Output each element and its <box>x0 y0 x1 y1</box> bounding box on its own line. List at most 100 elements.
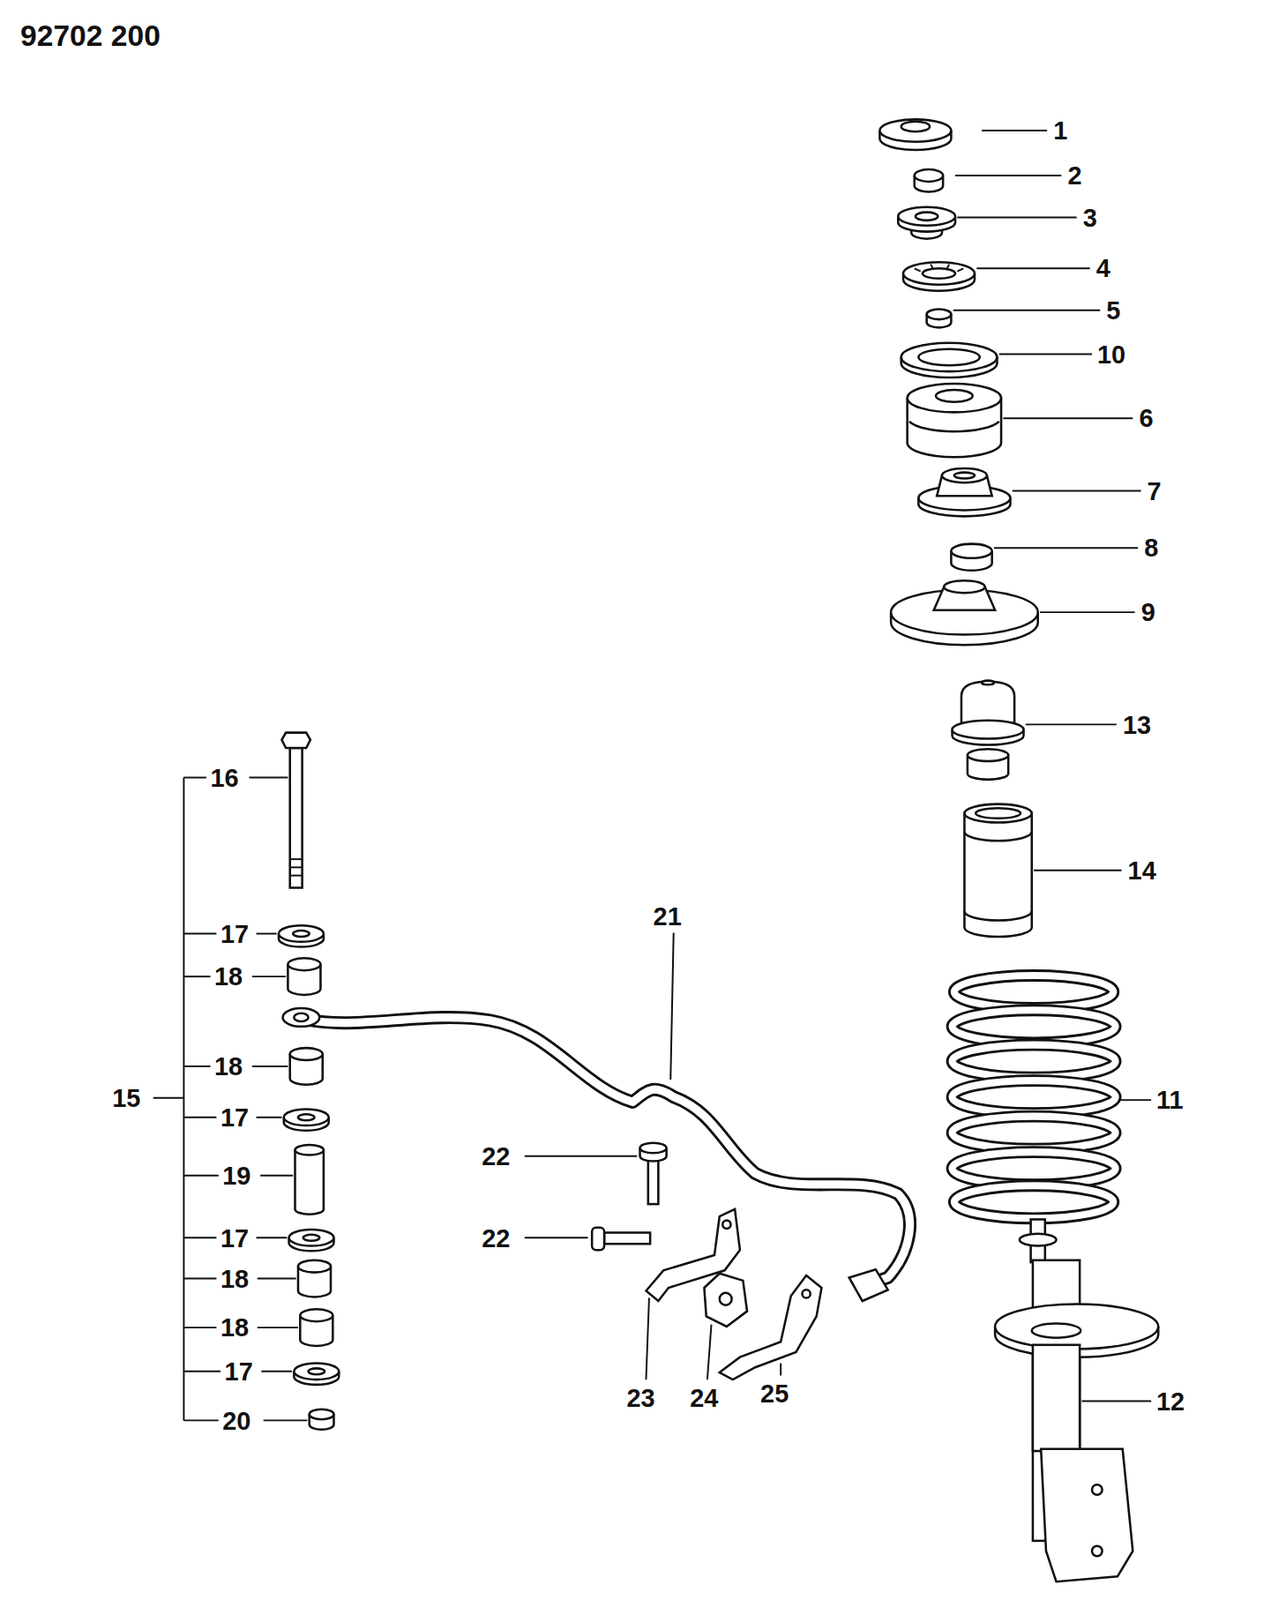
collar-washer <box>897 207 956 240</box>
leader-lines <box>183 1326 217 1329</box>
coil-spring <box>952 1045 1116 1078</box>
link-bolt <box>290 747 303 888</box>
nut <box>927 309 952 321</box>
coil-spring <box>952 1045 1116 1078</box>
callout-number: 9 <box>1141 599 1156 626</box>
bushing <box>287 957 321 971</box>
leader-lines <box>779 1363 782 1376</box>
bolt <box>591 1227 651 1250</box>
leader-lines <box>1033 869 1122 872</box>
nut <box>309 1409 335 1430</box>
washer <box>293 1363 339 1381</box>
callout-number: 17 <box>220 1225 249 1251</box>
link-bolt <box>290 874 303 877</box>
bump-stop <box>952 680 1025 780</box>
leader-lines <box>183 1278 217 1280</box>
leader-lines <box>257 1326 299 1329</box>
bolt <box>640 1143 667 1204</box>
dust-boot <box>964 831 1032 841</box>
leader-lines <box>645 1298 649 1381</box>
top-plate <box>901 121 930 133</box>
ring <box>901 343 998 378</box>
leader-lines <box>183 933 217 935</box>
dust-boot <box>964 911 1032 920</box>
bracket <box>719 1275 823 1380</box>
washer <box>303 1234 321 1242</box>
strut-mount <box>942 468 987 483</box>
toothed-washer <box>957 268 964 271</box>
washer <box>289 1229 335 1247</box>
callout-number: 22 <box>481 1225 510 1251</box>
washer <box>278 925 324 943</box>
nut <box>914 169 943 192</box>
link-bolt <box>281 732 310 889</box>
top-plate <box>879 119 951 150</box>
bushing <box>290 1047 323 1061</box>
leader-lines <box>263 1419 308 1421</box>
stabilizer-bar <box>293 1013 308 1022</box>
diagram-number: 92702 200 <box>20 21 161 52</box>
clip <box>719 1293 733 1306</box>
leader-lines <box>252 975 286 978</box>
toothed-washer <box>903 261 975 291</box>
leader-lines <box>524 1155 637 1158</box>
leader-lines <box>976 267 1090 270</box>
coil-spring <box>952 1116 1116 1150</box>
collar-washer <box>897 207 956 226</box>
leader-lines <box>981 129 1047 132</box>
stabilizer-bar <box>849 1269 889 1301</box>
leader-lines <box>955 174 1062 177</box>
leader-lines <box>707 1324 712 1380</box>
strut-assembly <box>1091 1546 1103 1557</box>
coil-spring <box>954 1185 1114 1219</box>
leader-lines <box>953 309 1101 312</box>
nut <box>914 169 943 182</box>
dust-boot <box>964 804 1032 823</box>
strut-assembly <box>1040 1449 1133 1582</box>
stabilizer-bar <box>283 1008 321 1027</box>
washer <box>289 1229 335 1251</box>
coil-spring <box>954 975 1114 1009</box>
callout-number: 13 <box>1122 711 1152 738</box>
toothed-washer <box>903 261 975 285</box>
leader-lines <box>183 1174 218 1177</box>
leader-lines <box>1118 1099 1152 1101</box>
spring-seat <box>943 580 985 593</box>
bushing <box>299 1308 333 1346</box>
toothed-washer <box>922 268 956 279</box>
bump-stop <box>952 720 1025 740</box>
washer <box>298 1114 315 1121</box>
bushing <box>290 1047 323 1085</box>
callout-number: 17 <box>224 1359 254 1385</box>
callout-number: 8 <box>1143 535 1159 561</box>
sleeve <box>295 1144 324 1215</box>
leader-lines <box>183 1370 221 1373</box>
strut-mount <box>954 472 975 479</box>
dust-boot <box>964 804 1032 937</box>
callout-number: 12 <box>1156 1388 1185 1414</box>
callout-number: 18 <box>220 1315 249 1341</box>
leader-lines <box>999 352 1092 355</box>
insulator <box>907 383 1002 412</box>
callout-number: 4 <box>1096 255 1111 282</box>
callout-number: 6 <box>1138 405 1153 432</box>
callout-number: 25 <box>760 1380 789 1406</box>
leader-lines <box>994 546 1138 549</box>
sleeve <box>295 1150 324 1215</box>
callout-number: 20 <box>222 1407 251 1434</box>
spring-seat <box>890 580 1039 645</box>
leader-lines <box>248 777 288 779</box>
leader-lines <box>183 1116 217 1119</box>
strut-assembly <box>1091 1484 1103 1496</box>
strut-mount <box>918 468 1010 516</box>
stabilizer-bar <box>283 1008 911 1301</box>
leader-lines <box>256 1236 288 1239</box>
insulator <box>907 383 1002 457</box>
washer <box>292 930 310 937</box>
leader-lines <box>1012 489 1142 492</box>
bump-stop <box>967 748 1009 762</box>
dust-boot <box>964 813 1032 937</box>
toothed-washer <box>914 268 921 271</box>
